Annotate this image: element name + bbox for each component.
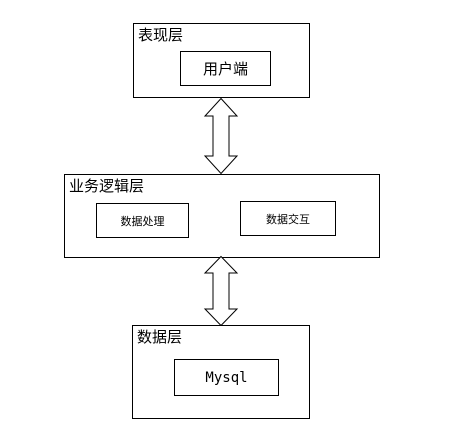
presentation-layer-title: 表现层 — [138, 26, 184, 44]
presentation-layer: 表现层 用户端 — [133, 23, 310, 98]
data-interaction-box: 数据交互 — [240, 201, 336, 236]
mysql-box: Mysql — [174, 359, 279, 396]
double-arrow-lower — [203, 255, 239, 327]
data-layer: 数据层 Mysql — [132, 325, 310, 419]
business-logic-layer: 业务逻辑层 数据处理 数据交互 — [64, 174, 380, 258]
client-box: 用户端 — [180, 51, 271, 86]
data-processing-box: 数据处理 — [96, 203, 189, 238]
double-arrow-upper — [203, 97, 239, 175]
business-logic-layer-title: 业务逻辑层 — [69, 177, 145, 195]
data-layer-title: 数据层 — [137, 328, 183, 346]
